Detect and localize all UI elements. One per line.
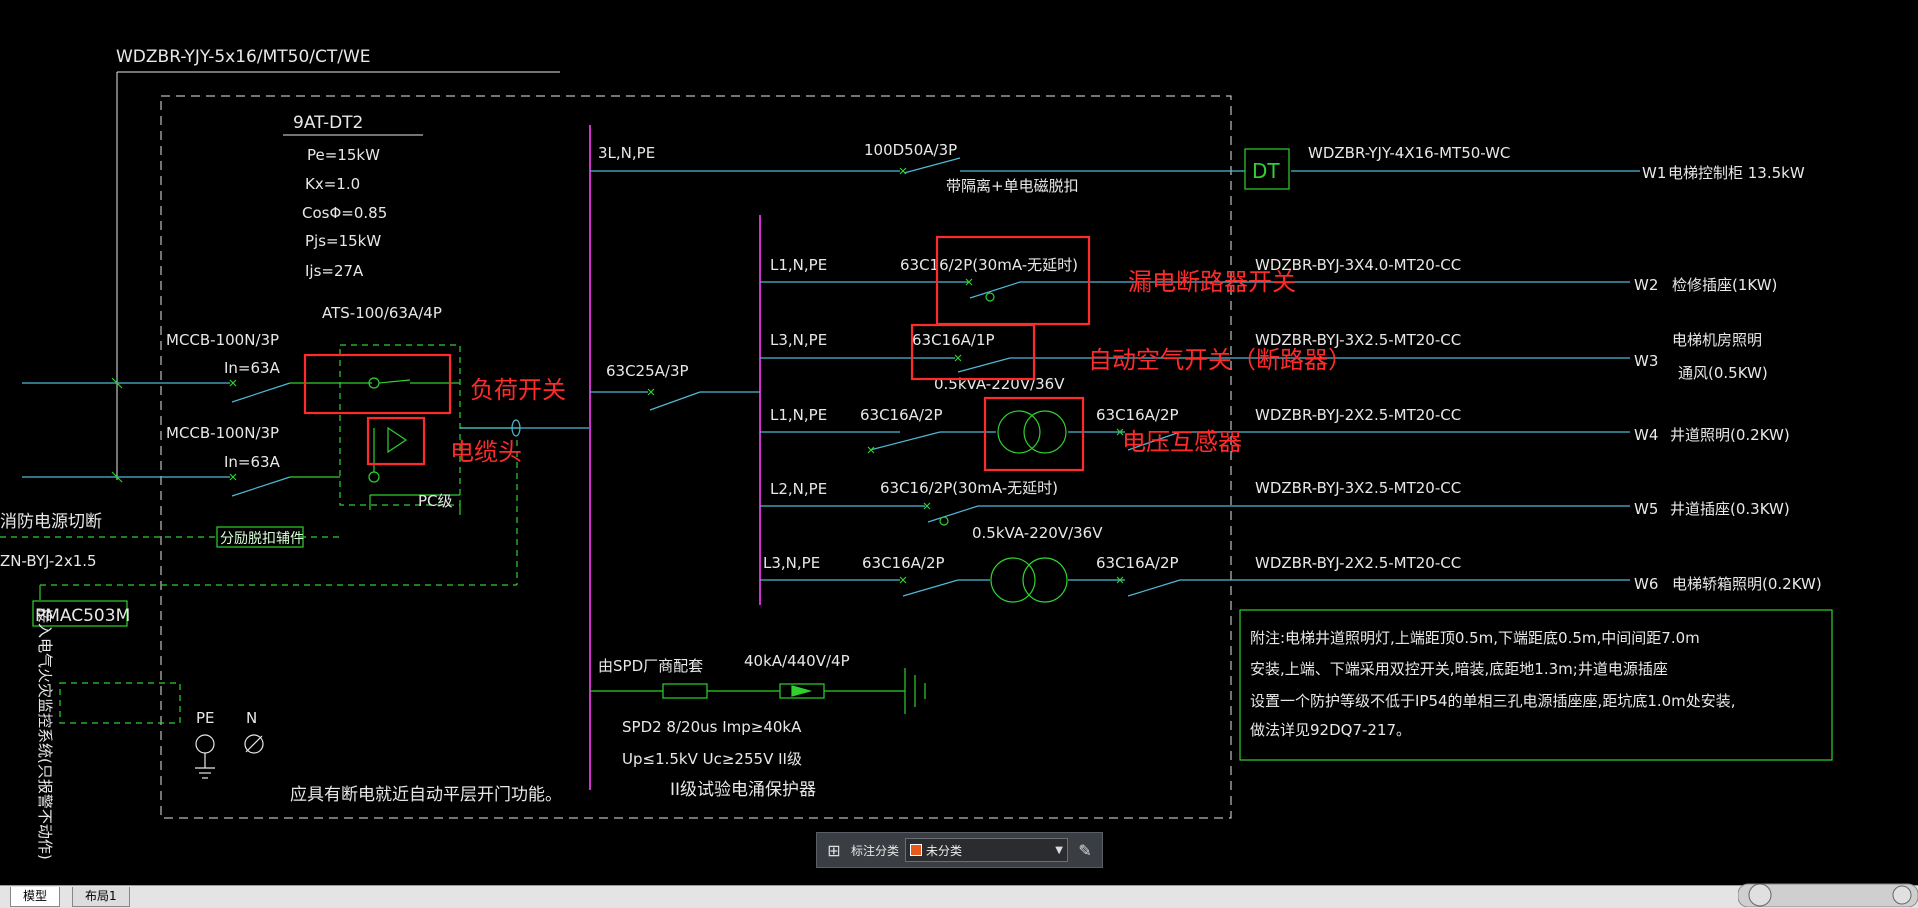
annotation-category-value: 未分类: [926, 843, 963, 858]
w4-breaker2: 63C16A/2P: [1096, 406, 1179, 424]
w5-phase: L2,N,PE: [770, 480, 827, 498]
mccb1-type: MCCB-100N/3P: [166, 331, 279, 349]
w3-id: W3: [1634, 352, 1658, 370]
category-color-swatch: [910, 844, 923, 856]
layout-tabs-bar: 模型 布局1: [0, 885, 1918, 908]
w1-desc: 电梯控制柜 13.5kW: [1668, 164, 1805, 182]
w6-transformer: 0.5kVA-220V/36V: [972, 524, 1103, 542]
tab-model[interactable]: 模型: [10, 887, 61, 907]
mccb2-in: In=63A: [224, 453, 281, 471]
n-label: N: [246, 709, 257, 727]
panel-pe: Pe=15kW: [307, 146, 380, 164]
note-line-1: 附注:电梯井道照明灯,上端距顶0.5m,下端距底0.5m,中间间距7.0m: [1250, 629, 1700, 647]
w5-id: W5: [1634, 500, 1658, 518]
annotation-cable-head: 电缆头: [450, 438, 522, 466]
w2-desc: 检修插座(1KW): [1672, 276, 1777, 294]
spd-line3: II级试验电涌保护器: [670, 780, 816, 800]
w1-breaker: 100D50A/3P: [864, 141, 957, 159]
shunt-label: 分励脱扣辅件: [220, 531, 304, 547]
panel-kx: Kx=1.0: [305, 175, 360, 193]
w4-desc: 井道照明(0.2KW): [1670, 426, 1790, 444]
w5-desc: 井道插座(0.3KW): [1670, 500, 1790, 518]
w2-breaker: 63C16/2P(30mA-无延时): [900, 256, 1078, 274]
annotation-category-label: 标注分类: [851, 843, 900, 858]
w6-id: W6: [1634, 575, 1658, 593]
w6-breaker2: 63C16A/2P: [1096, 554, 1179, 572]
w5-cable: WDZBR-BYJ-3X2.5-MT20-CC: [1255, 479, 1461, 497]
note-line-4: 做法详见92DQ7-217。: [1250, 721, 1411, 739]
w2-phase: L1,N,PE: [770, 256, 827, 274]
vertical-note: 接入电气火灾监控系统(只报警不动作): [36, 608, 54, 860]
zn-cable-label: ZN-BYJ-2x1.5: [0, 552, 97, 570]
spd-line1: SPD2 8/20us Imp≥40kA: [622, 718, 802, 736]
bottom-note: 应具有断电就近自动平层开门功能。: [290, 785, 562, 805]
edit-icon[interactable]: ✎: [1078, 840, 1092, 860]
w3-desc1: 电梯机房照明: [1672, 331, 1762, 349]
main-breaker-label: 63C25A/3P: [606, 362, 689, 380]
w3-cable: WDZBR-BYJ-3X2.5-MT20-CC: [1255, 331, 1461, 349]
spd-line2: Up≤1.5kV Uc≥255V II级: [622, 750, 802, 768]
w1-cable: WDZBR-YJY-4X16-MT50-WC: [1308, 144, 1510, 162]
annotation-vt: 电压互感器: [1122, 428, 1242, 456]
mccb1-in: In=63A: [224, 359, 281, 377]
w6-breaker: 63C16A/2P: [862, 554, 945, 572]
panel-cos: CosΦ=0.85: [302, 204, 387, 222]
ats-label: ATS-100/63A/4P: [322, 304, 442, 322]
bus-label: 3L,N,PE: [598, 144, 655, 162]
mccb2-type: MCCB-100N/3P: [166, 424, 279, 442]
w2-cable: WDZBR-BYJ-3X4.0-MT20-CC: [1255, 256, 1461, 274]
spd-source: 由SPD厂商配套: [598, 657, 703, 675]
w3-phase: L3,N,PE: [770, 331, 827, 349]
annotation-category-select[interactable]: 未分类 ▼: [905, 838, 1068, 862]
chevron-down-icon: ▼: [1055, 844, 1063, 856]
w5-breaker: 63C16/2P(30mA-无延时): [880, 479, 1058, 497]
annotation-auto-air: 自动空气开关（断路器）: [1088, 346, 1352, 374]
note-line-2: 安装,上端、下端采用双控开关,暗装,底距地1.3m;井道电源插座: [1250, 660, 1668, 678]
w1-note: 带隔离+单电磁脱扣: [946, 177, 1079, 195]
status-corner-widget[interactable]: [1738, 878, 1918, 907]
w3-breaker: 63C16A/1P: [912, 331, 995, 349]
w4-transformer: 0.5kVA-220V/36V: [934, 375, 1065, 393]
w6-desc: 电梯轿箱照明(0.2KW): [1672, 575, 1822, 593]
top-cable-label: WDZBR-YJY-5x16/MT50/CT/WE: [116, 47, 371, 67]
panel-pjs: Pjs=15kW: [305, 232, 381, 250]
annotation-rcd: 漏电断路器开关: [1128, 268, 1296, 296]
w3-desc2: 通风(0.5KW): [1678, 364, 1768, 382]
note-line-3: 设置一个防护等级不低于IP54的单相三孔电源插座座,距坑底1.0m处安装,: [1250, 692, 1736, 710]
pmac-label: PMAC503M: [35, 606, 130, 626]
w1-id: W1: [1642, 164, 1666, 182]
w2-id: W2: [1634, 276, 1658, 294]
w1-symbol: DT: [1252, 159, 1280, 183]
fire-cut-label: 消防电源切断: [0, 512, 102, 532]
spd-rating: 40kA/440V/4P: [744, 652, 850, 670]
red-annotations: [303, 235, 1091, 472]
w4-breaker: 63C16A/2P: [860, 406, 943, 424]
pe-label: PE: [196, 709, 215, 727]
w4-id: W4: [1634, 426, 1658, 444]
panel-name: 9AT-DT2: [293, 113, 363, 133]
notes-box: [1239, 609, 1833, 761]
tab-layout1[interactable]: 布局1: [72, 887, 130, 907]
w6-cable: WDZBR-BYJ-2X2.5-MT20-CC: [1255, 554, 1461, 572]
panel-ijs: Ijs=27A: [305, 262, 364, 280]
cad-drawing-canvas[interactable]: WDZBR-YJY-5x16/MT50/CT/WE 9AT-DT2 Pe=15k…: [0, 0, 1918, 885]
panel-enclosure: [160, 95, 1232, 819]
grid-icon[interactable]: ⊞: [827, 840, 841, 860]
w6-phase: L3,N,PE: [763, 554, 820, 572]
w4-cable: WDZBR-BYJ-2X2.5-MT20-CC: [1255, 406, 1461, 424]
w4-phase: L1,N,PE: [770, 406, 827, 424]
annotation-load-switch: 负荷开关: [470, 376, 566, 404]
pc-label: PC级: [418, 492, 453, 510]
annotation-toolbar: ⊞ 标注分类 未分类 ▼ ✎: [816, 832, 1103, 868]
